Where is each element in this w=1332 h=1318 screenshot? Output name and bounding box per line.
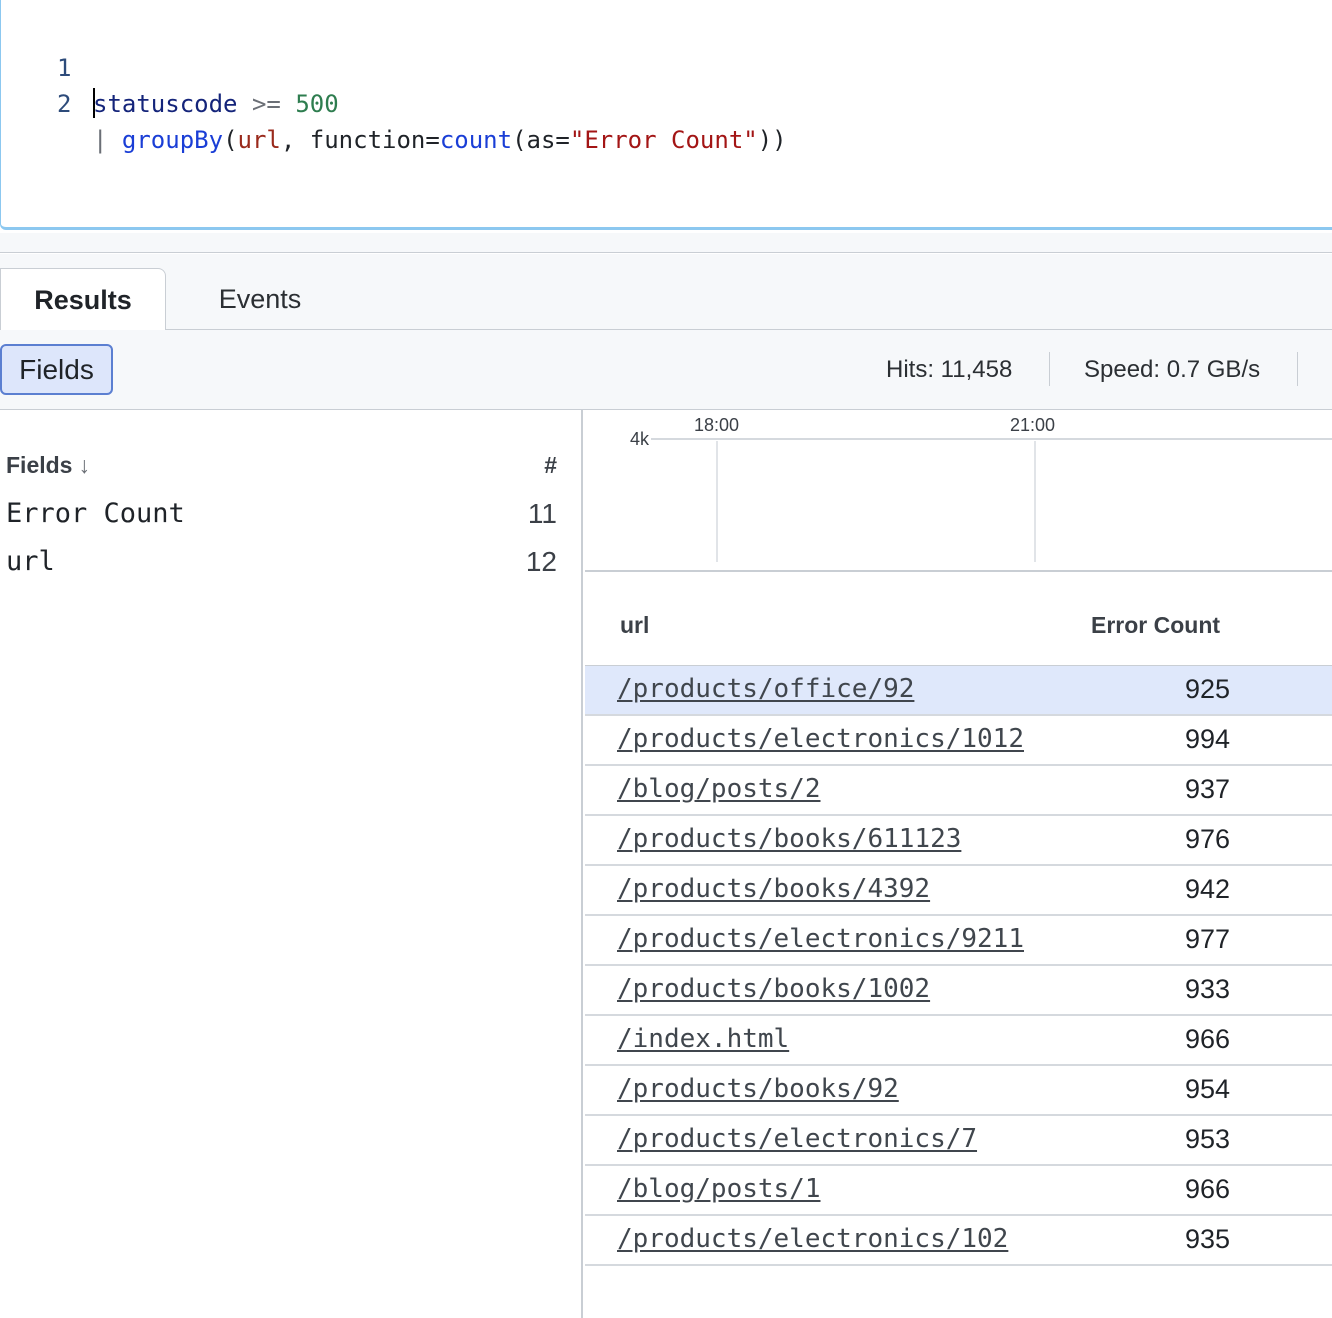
fields-toggle-button[interactable]: Fields [0,344,113,395]
url-link[interactable]: /products/electronics/7 [617,1124,978,1154]
table-row[interactable]: /blog/posts/1 966 [585,1166,1332,1216]
table-row[interactable]: /products/electronics/1012 994 [585,716,1332,766]
table-row[interactable]: /blog/posts/2 937 [585,766,1332,816]
column-header-url[interactable]: url [620,612,650,638]
code-token-operator: >= [251,90,281,118]
code-token-paren: ( [223,126,238,154]
error-count-cell: 966 [1184,1024,1230,1054]
url-link[interactable]: /products/office/92 [617,674,915,704]
table-row[interactable]: /products/office/92 925 [585,666,1332,716]
url-link[interactable]: /products/electronics/9211 [617,924,1024,954]
code-token-pipe: | [93,126,108,154]
code-token-field: statuscode [93,90,238,118]
error-count-cell: 994 [1184,724,1230,754]
code-token-function: groupBy [121,126,224,154]
toolbar-divider [1297,352,1298,386]
code-line-1[interactable]: 1 statuscode >= 500 [1,14,339,118]
field-count: 12 [525,546,557,577]
table-row[interactable]: /products/books/4392 942 [585,866,1332,916]
code-token-number: 500 [295,90,339,118]
x-tick-label: 21:00 [1010,415,1055,435]
url-link[interactable]: /products/books/4392 [617,874,931,904]
field-item[interactable]: Error Count 11 [6,492,557,536]
code-token-string: "Error Count" [569,126,758,154]
error-count-cell: 935 [1184,1224,1230,1254]
tab-results[interactable]: Results [0,268,166,331]
line-number: 1 [57,54,72,82]
hits-stat: Hits: 11,458 [886,356,1013,383]
table-row[interactable]: /products/books/92 954 [585,1066,1332,1116]
arrow-down-icon: ↓ [78,452,90,478]
column-header-error-count[interactable]: Error Count [1091,612,1221,638]
url-link[interactable]: /blog/posts/2 [617,774,821,804]
fields-panel: Fields↓ # Error Count 11 url 12 [0,410,583,1318]
url-link[interactable]: /products/books/611123 [617,824,962,854]
error-count-cell: 937 [1184,774,1230,804]
code-token-field: url [237,126,281,154]
fields-sort-header[interactable]: Fields↓ [6,452,90,479]
error-count-cell: 954 [1184,1074,1230,1104]
tab-events[interactable]: Events [218,284,302,314]
url-link[interactable]: /blog/posts/1 [617,1174,821,1204]
line-number: 2 [57,90,72,118]
field-name: Error Count [6,498,185,529]
table-row[interactable]: /products/books/611123 976 [585,816,1332,866]
editor-resize-handle[interactable] [0,233,1332,253]
url-link[interactable]: /products/electronics/1012 [617,724,1024,754]
field-count-header[interactable]: # [544,452,557,478]
x-tick-label: 18:00 [694,415,739,435]
code-token-param: (as= [512,126,570,154]
table-row[interactable]: /products/electronics/9211 977 [585,916,1332,966]
fields-header-label: Fields [6,452,73,478]
fields-panel-header: Fields↓ # [6,450,557,482]
table-row[interactable]: /products/electronics/7 953 [585,1116,1332,1166]
text-cursor [93,88,95,118]
error-count-cell: 925 [1184,674,1230,704]
speed-stat: Speed: 0.7 GB/s [1084,356,1261,383]
chart-canvas: 4k 18:00 21:00 [630,415,1332,562]
query-editor[interactable]: 1 statuscode >= 500 2 | groupBy(url, fun… [0,0,1332,230]
code-token-param: function= [309,126,440,154]
url-link[interactable]: /products/books/1002 [617,974,931,1004]
table-row[interactable]: /index.html 966 [585,1016,1332,1066]
field-name: url [6,546,55,577]
code-token-function: count [439,126,513,154]
time-chart[interactable]: 4k 18:00 21:00 [585,410,1332,572]
toolbar-divider [1049,352,1050,386]
url-link[interactable]: /index.html [617,1024,790,1054]
table-row[interactable]: /products/books/1002 933 [585,966,1332,1016]
field-count: 11 [527,498,557,529]
code-token-paren: )) [757,126,787,154]
y-tick-label: 4k [630,429,650,449]
error-count-cell: 977 [1184,924,1230,954]
code-line-2[interactable]: 2 | groupBy(url, function=count(as="Erro… [1,50,787,154]
error-count-cell: 953 [1184,1124,1230,1154]
code-token-comma: , [280,126,296,154]
results-toolbar: Fields Hits: 11,458 Speed: 0.7 GB/s [0,330,1332,410]
table-row[interactable]: /products/electronics/102 935 [585,1216,1332,1266]
url-link[interactable]: /products/books/92 [617,1074,899,1104]
field-item[interactable]: url 12 [6,540,557,584]
error-count-cell: 976 [1184,824,1230,854]
result-tabs: Results Events [0,254,1332,331]
results-table: url Error Count /products/office/92 925/p… [585,572,1332,1318]
error-count-cell: 942 [1184,874,1230,904]
url-link[interactable]: /products/electronics/102 [617,1224,1009,1254]
error-count-cell: 933 [1184,974,1230,1004]
error-count-cell: 966 [1184,1174,1230,1204]
